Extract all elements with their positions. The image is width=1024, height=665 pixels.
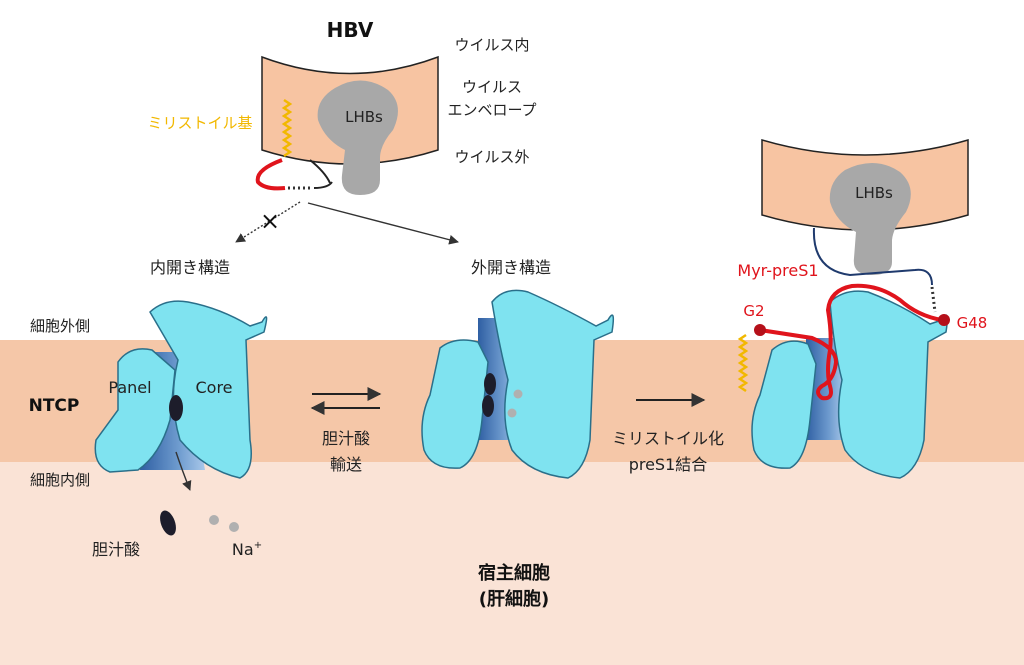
bile-acid-released <box>160 510 176 536</box>
pres1-tail-left <box>313 181 333 189</box>
virus-inside-label: ウイルス内 <box>454 36 529 54</box>
sodium-ion-outward-2 <box>507 408 517 418</box>
myristoylated-binding-label-2: preS1結合 <box>629 455 708 474</box>
sodium-ion-2 <box>229 522 239 532</box>
host-cell-label-1: 宿主細胞 <box>478 562 550 584</box>
lhbs-tether-right <box>812 227 933 286</box>
inward-open-label: 内開き構造 <box>150 258 230 277</box>
myristoylated-binding-label-1: ミリストイル化 <box>612 429 724 448</box>
bile-acid-outward-1 <box>484 373 496 395</box>
extracellular-label: 細胞外側 <box>30 317 90 335</box>
ntcp-label: NTCP <box>29 396 80 416</box>
bile-acid-outward-2 <box>482 395 494 417</box>
lhbs-label-left: LHBs <box>345 108 383 126</box>
bile-acid-transport-label-2: 輸送 <box>330 455 362 474</box>
bile-acid-transport-label-1: 胆汁酸 <box>322 429 370 448</box>
intracellular-label: 細胞内側 <box>30 471 90 489</box>
myristoyl-zigzag-left <box>281 98 293 158</box>
panel-label: Panel <box>108 378 151 397</box>
ntcp-inward-open: Panel Core <box>94 300 268 479</box>
bile-acid-label: 胆汁酸 <box>92 540 140 559</box>
lhbs-label-right: LHBs <box>855 184 893 202</box>
g2-label: G2 <box>743 302 764 320</box>
panel-domain-inward <box>94 348 176 473</box>
arrow-to-outward <box>307 202 459 245</box>
myr-pres1-strand <box>759 283 943 401</box>
sodium-label: Na+ <box>232 540 262 559</box>
virus-envelope-label-1: ウイルス <box>462 78 522 96</box>
myr-pres1-label: Myr-preS1 <box>737 261 818 280</box>
virus-envelope-label-2: エンベロープ <box>447 101 536 119</box>
release-arrow <box>175 451 192 491</box>
hbv-title: HBV <box>327 18 374 42</box>
outward-open-label: 外開き構造 <box>471 258 551 277</box>
ntcp-outward-open <box>421 289 615 479</box>
pres1-red-left <box>255 158 286 191</box>
panel-domain-bound <box>751 340 817 469</box>
lhbs-protein-right <box>829 162 911 275</box>
lhbs-protein-left <box>317 80 398 195</box>
pres1-strand-left <box>309 159 331 184</box>
myristoyl-group-label: ミリストイル基 <box>147 114 252 132</box>
g48-residue <box>938 314 950 326</box>
core-domain-outward <box>491 289 615 479</box>
tether-dotted-right <box>930 286 937 313</box>
cytoplasm-background <box>0 462 1024 665</box>
panel-domain-outward <box>421 339 489 469</box>
core-domain-bound <box>829 290 949 479</box>
blocked-mark: × <box>260 207 280 235</box>
myristoyl-zigzag-right <box>737 333 749 393</box>
sodium-ion-outward-1 <box>513 389 523 399</box>
virus-outside-label: ウイルス外 <box>454 148 529 166</box>
ntcp-bound <box>751 290 949 479</box>
g48-label: G48 <box>957 314 988 332</box>
arrow-to-inward <box>235 201 301 243</box>
bile-acid-in-channel <box>169 395 183 421</box>
g2-residue <box>754 324 766 336</box>
core-label: Core <box>195 378 232 397</box>
core-domain-inward <box>149 300 268 479</box>
sodium-ion-1 <box>209 515 219 525</box>
host-cell-label-2: (肝細胞) <box>479 588 549 610</box>
